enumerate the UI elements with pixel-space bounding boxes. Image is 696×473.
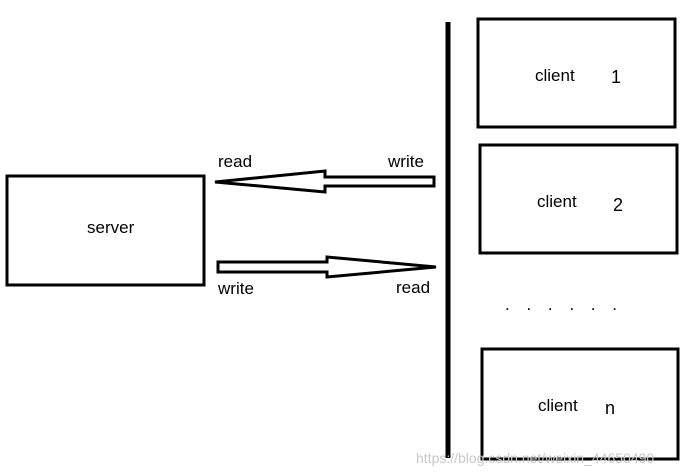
client-box-2	[478, 143, 679, 255]
client-number-1: 1	[611, 67, 621, 87]
read-arrow-right-label: write	[387, 152, 424, 171]
client-label-1: client	[535, 66, 575, 85]
client-number-2: 2	[613, 195, 623, 215]
read-arrow-left-label: read	[218, 152, 252, 171]
write-arrow: write read	[216, 255, 437, 298]
read-arrow-shape	[214, 169, 436, 194]
ellipsis: . . . . . .	[505, 295, 623, 314]
client-node-n: client n	[480, 347, 680, 461]
client-box-n	[480, 347, 680, 461]
server-box	[5, 174, 206, 287]
read-arrow: read write	[214, 152, 436, 194]
write-arrow-right-label: read	[396, 278, 430, 297]
client-number-n: n	[605, 398, 615, 418]
client-box-1	[476, 17, 677, 129]
server-node: server	[5, 174, 206, 287]
client-label-2: client	[537, 192, 577, 211]
server-label: server	[87, 218, 135, 237]
client-node-1: client 1	[476, 17, 677, 129]
client-label-n: client	[538, 396, 578, 415]
write-arrow-shape	[216, 255, 437, 279]
client-node-2: client 2	[478, 143, 679, 255]
write-arrow-left-label: write	[217, 279, 254, 298]
watermark-text: https://blog.csdn.net/weixin_44650490	[416, 450, 654, 466]
